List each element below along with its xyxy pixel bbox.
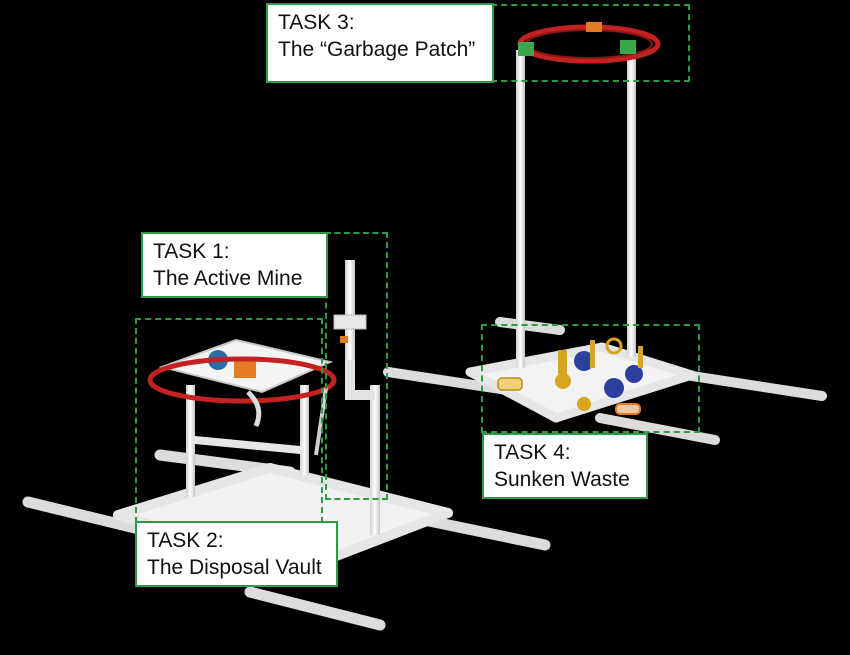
task4-number: TASK 4:: [494, 441, 571, 464]
task2-label: TASK 2: The Disposal Vault: [135, 521, 338, 587]
task4-label: TASK 4: Sunken Waste: [482, 433, 648, 499]
task1-title: The Active Mine: [153, 267, 303, 290]
task3-title: The “Garbage Patch”: [278, 38, 476, 61]
disposal-vault-prop: [22, 260, 551, 631]
task1-number: TASK 1:: [153, 240, 230, 263]
garbage-patch-prop: [383, 22, 827, 445]
task2-region: [135, 318, 323, 523]
task3-number: TASK 3:: [278, 11, 355, 34]
task1-region: [325, 232, 388, 500]
task3-region: [491, 4, 690, 82]
task4-region: [481, 324, 700, 433]
task2-number: TASK 2:: [147, 529, 224, 552]
task1-label: TASK 1: The Active Mine: [141, 232, 328, 298]
task2-title: The Disposal Vault: [147, 556, 322, 579]
waste-items: [497, 337, 643, 415]
task4-title: Sunken Waste: [494, 468, 630, 491]
task3-label: TASK 3: The “Garbage Patch”: [266, 3, 494, 83]
